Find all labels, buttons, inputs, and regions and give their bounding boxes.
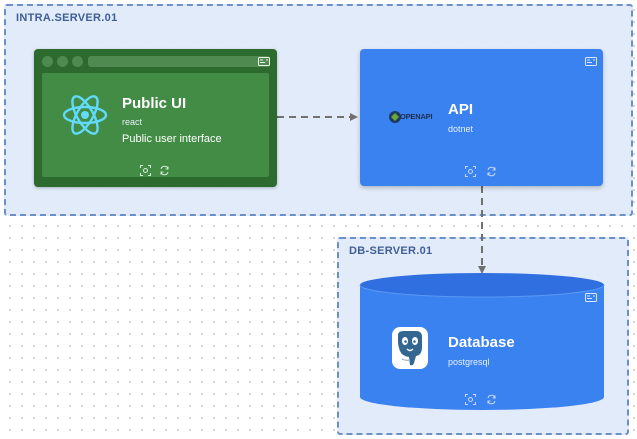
node-public-ui-description: Public user interface — [122, 133, 222, 145]
node-public-ui-title: Public UI — [122, 95, 187, 112]
node-card-icon — [585, 293, 597, 302]
node-public-ui-technology: react — [122, 117, 143, 127]
node-public-ui-body: Public UI react Public user interface — [42, 73, 269, 177]
postgresql-logo-icon — [392, 327, 428, 369]
openapi-logo-text: OPENAPI — [400, 112, 433, 121]
node-api-title: API — [448, 101, 474, 118]
node-card-icon — [258, 57, 270, 66]
refresh-icon[interactable] — [159, 165, 170, 176]
node-database[interactable]: Database postgresql — [360, 273, 604, 410]
boundary-intra-label: INTRA.SERVER.01 — [16, 12, 118, 24]
focus-icon[interactable] — [140, 165, 151, 176]
node-api[interactable]: OPENAPI API dotnet — [360, 49, 603, 186]
node-api-technology: dotnet — [448, 124, 474, 134]
node-public-ui[interactable]: Public UI react Public user interface — [34, 49, 277, 187]
focus-icon[interactable] — [465, 394, 476, 405]
refresh-icon[interactable] — [486, 166, 497, 177]
node-database-technology: postgresql — [448, 357, 490, 367]
boundary-db-label: DB-SERVER.01 — [349, 245, 433, 257]
node-database-title: Database — [448, 334, 515, 351]
node-card-icon — [585, 57, 597, 66]
refresh-icon[interactable] — [486, 394, 497, 405]
react-logo-icon — [62, 95, 108, 135]
openapi-logo-icon: OPENAPI — [388, 110, 438, 124]
browser-url-bar — [88, 56, 270, 67]
focus-icon[interactable] — [465, 166, 476, 177]
